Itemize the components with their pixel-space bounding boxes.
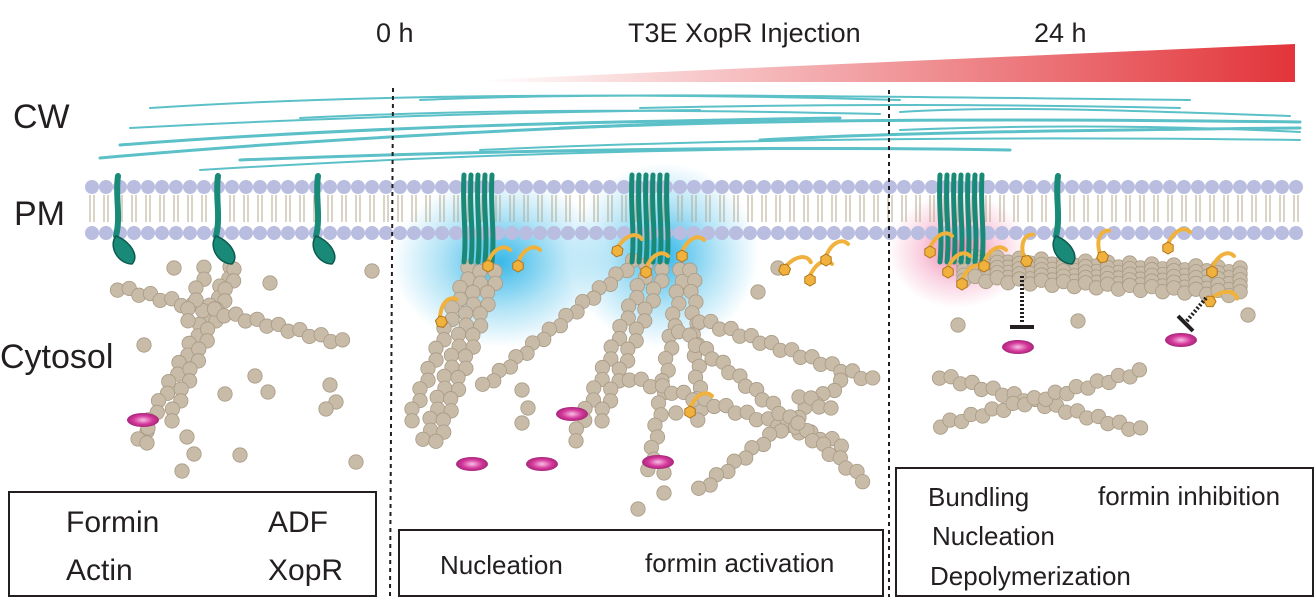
formin-strand bbox=[636, 172, 643, 265]
formin-strand bbox=[468, 172, 475, 265]
cell-wall-fibers bbox=[98, 94, 1302, 171]
inhibition-bar-1 bbox=[1010, 276, 1034, 329]
time-start-label: 0 h bbox=[376, 18, 414, 48]
adf-group bbox=[127, 333, 1197, 471]
cytosol-label: Cytosol bbox=[0, 338, 114, 376]
xopr-icon bbox=[1162, 227, 1192, 255]
legend-middle bbox=[398, 529, 884, 597]
adf-icon bbox=[556, 407, 588, 421]
formin-strand bbox=[937, 172, 944, 265]
xopr-icon bbox=[640, 251, 670, 279]
xopr-icon bbox=[1096, 228, 1112, 264]
legend-right bbox=[895, 467, 1314, 597]
xopr-icon bbox=[434, 296, 459, 328]
xopr-group bbox=[434, 227, 1240, 419]
formin-strand bbox=[482, 172, 489, 265]
legend-formin-label: Formin bbox=[66, 506, 160, 539]
adf-icon bbox=[127, 413, 159, 427]
legend-adf-label: ADF bbox=[268, 506, 328, 539]
adf-icon bbox=[642, 455, 674, 469]
xopr-icon bbox=[1206, 251, 1236, 279]
formin-strand bbox=[461, 172, 468, 265]
formin-strand bbox=[951, 172, 958, 265]
xopr-icon bbox=[482, 245, 512, 273]
formin-icon bbox=[312, 173, 336, 265]
formin-strand bbox=[979, 172, 986, 265]
formin-strand bbox=[958, 172, 965, 265]
xopr-icon bbox=[512, 245, 542, 273]
xopr-icon bbox=[978, 245, 1008, 273]
xopr-icon bbox=[942, 251, 972, 279]
formin-strand bbox=[657, 172, 664, 265]
plasma-membrane-label: PM bbox=[14, 195, 65, 233]
formin-icon bbox=[212, 173, 236, 265]
inhibition-bar-2 bbox=[1176, 296, 1208, 333]
formin-strand bbox=[643, 172, 650, 265]
legend-xopr-label: XopR bbox=[268, 554, 344, 587]
legend-nucleation-up-label: Nucleation bbox=[440, 550, 563, 580]
adf-icon bbox=[1165, 333, 1197, 347]
time-gradient-wedge bbox=[480, 44, 1295, 82]
formin-icon bbox=[1052, 173, 1076, 265]
legend-bundling-label: Bundling bbox=[928, 482, 1030, 512]
separator-0h bbox=[389, 87, 394, 597]
formin-strand bbox=[972, 172, 979, 265]
formin-icon bbox=[112, 173, 136, 265]
legend-depolymerization-label: Depolymerization bbox=[930, 561, 1131, 591]
legend-nucleation-down-label: Nucleation bbox=[932, 521, 1055, 551]
xopr-icon bbox=[684, 391, 714, 419]
formin-strand bbox=[664, 172, 671, 265]
legend-main bbox=[8, 491, 377, 597]
xopr-icon bbox=[611, 233, 644, 258]
xopr-icon bbox=[1020, 232, 1036, 268]
legend-actin-label: Actin bbox=[66, 554, 133, 587]
time-end-label: 24 h bbox=[1034, 18, 1087, 48]
xopr-icon bbox=[778, 255, 813, 276]
formin-strand bbox=[944, 172, 951, 265]
legend-formin-activation-label: formin activation bbox=[645, 548, 835, 578]
xopr-icon bbox=[820, 239, 850, 267]
legend-formin-inhibition-label: formin inhibition bbox=[1098, 481, 1281, 511]
adf-icon bbox=[526, 457, 558, 471]
adf-icon bbox=[1002, 340, 1034, 354]
xopr-icon bbox=[676, 235, 706, 263]
xopr-icon bbox=[924, 231, 954, 259]
formin-strand bbox=[965, 172, 972, 265]
cell-wall-label: CW bbox=[13, 98, 70, 136]
formin-strand bbox=[489, 172, 496, 265]
formin-strand bbox=[650, 172, 657, 265]
adf-icon bbox=[456, 457, 488, 471]
treatment-label: T3E XopR Injection bbox=[628, 18, 861, 48]
formin-strand bbox=[629, 172, 636, 265]
formin-strand bbox=[475, 172, 482, 265]
